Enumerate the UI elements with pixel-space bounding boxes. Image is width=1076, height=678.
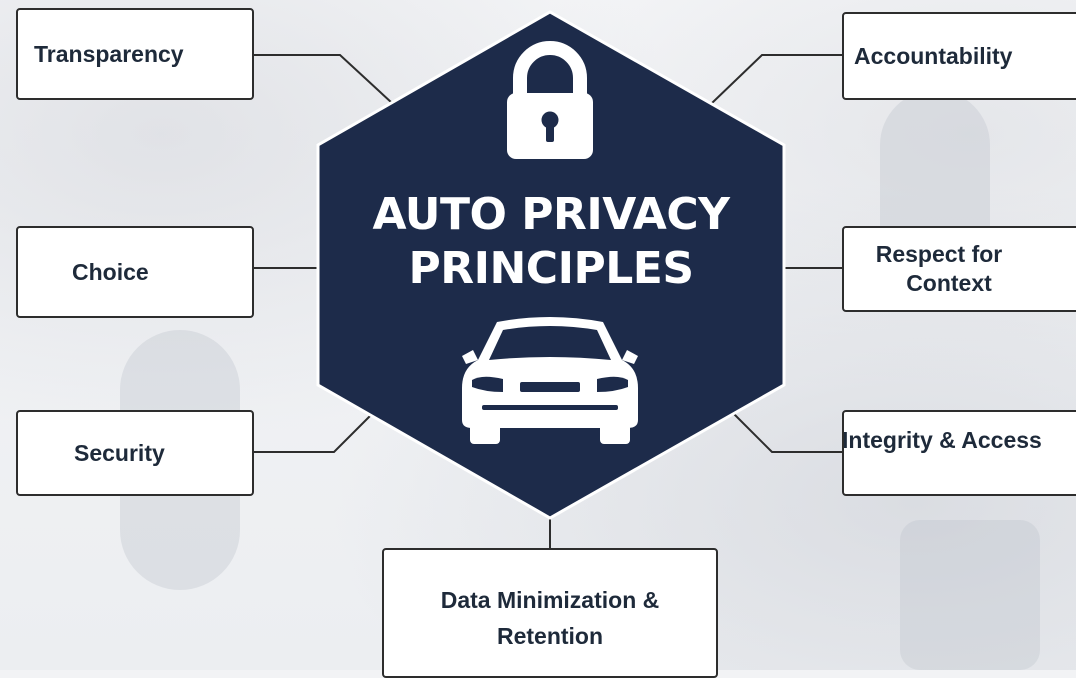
principle-integrity-access-label: Integrity & Access bbox=[842, 427, 1042, 453]
principle-data-minimization-label-line1: Data Minimization & bbox=[440, 587, 660, 613]
hexagon-title-line2: PRINCIPLES bbox=[408, 243, 694, 294]
principle-data-minimization-label-line2: Retention bbox=[496, 623, 604, 649]
connector-security bbox=[254, 411, 375, 453]
principle-respect-for-context-box: Respect for Context bbox=[842, 226, 1076, 312]
hexagon-title-line1: AUTO PRIVACY bbox=[372, 189, 730, 240]
principle-transparency-label: Transparency bbox=[34, 40, 184, 67]
principle-transparency-box: Transparency bbox=[16, 8, 254, 100]
principle-integrity-access-box: Integrity & Access bbox=[842, 410, 1076, 496]
connector-integrity-access bbox=[729, 409, 842, 453]
principle-respect-for-context-label-line1: Respect for bbox=[875, 241, 1003, 267]
principle-security-box: Security bbox=[16, 410, 254, 496]
hexagon-shape bbox=[316, 10, 786, 520]
car-icon bbox=[462, 317, 638, 444]
principle-respect-for-context-label-line2: Context bbox=[906, 270, 992, 296]
principle-security-label: Security bbox=[74, 439, 165, 466]
principle-data-minimization-box: Data Minimization & Retention bbox=[382, 548, 718, 678]
principle-accountability-label: Accountability bbox=[854, 42, 1013, 69]
principle-accountability-box: Accountability bbox=[842, 12, 1076, 100]
background-shape bbox=[900, 520, 1040, 670]
connector-accountability bbox=[711, 54, 842, 104]
principle-choice-label: Choice bbox=[72, 258, 149, 285]
lock-icon bbox=[507, 41, 593, 159]
principle-choice-box: Choice bbox=[16, 226, 254, 318]
connector-transparency bbox=[254, 54, 393, 104]
